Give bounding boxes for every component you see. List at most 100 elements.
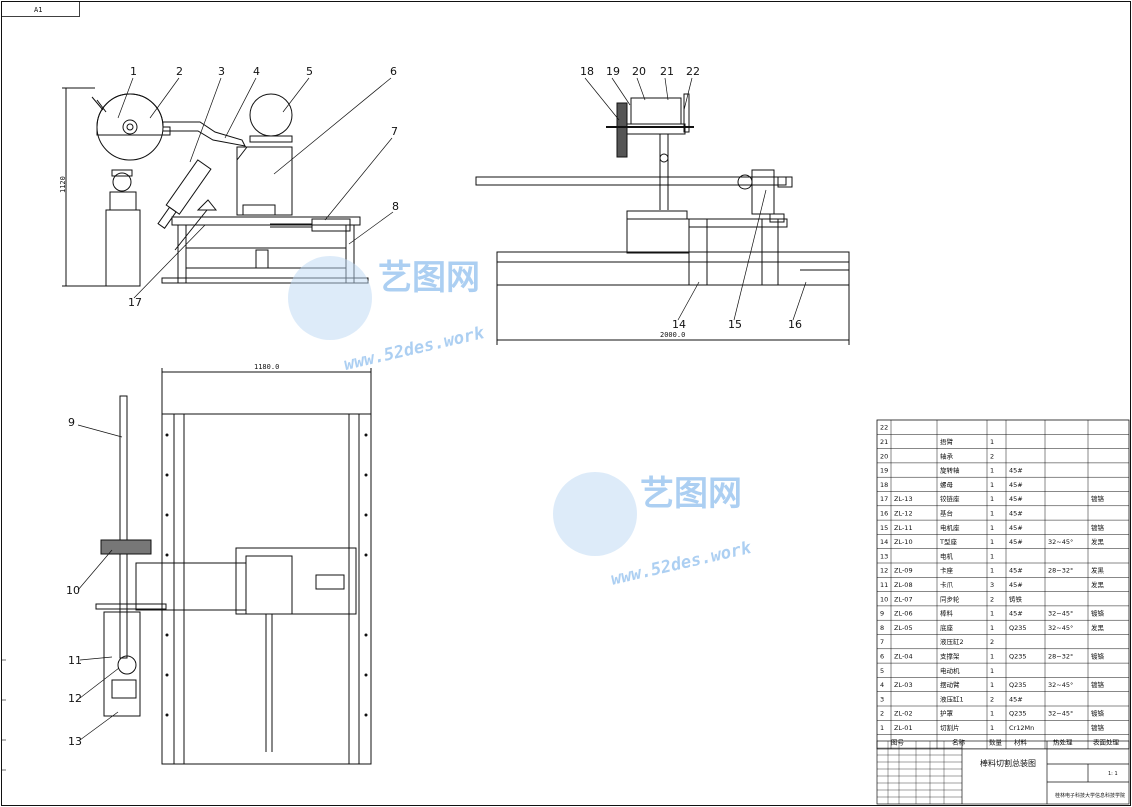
- rotating-head-flange: [616, 102, 628, 158]
- parts-cell-qty: 1: [990, 481, 994, 489]
- parts-cell-code: ZL-06: [894, 610, 913, 618]
- title-block: [876, 740, 1130, 805]
- parts-cell-material: Q235: [1009, 710, 1027, 718]
- watermark-logo-icon: [288, 256, 372, 340]
- parts-cell-qty: 1: [990, 567, 994, 575]
- parts-header-cell: 数量: [989, 737, 1003, 746]
- parts-cell-surface: 镀铬: [1091, 523, 1105, 532]
- dim-overall-height: 1120: [59, 176, 67, 193]
- hydraulic-cylinder-1: [165, 159, 212, 215]
- feed-bar: [475, 176, 787, 186]
- parts-row: 7 液压缸2 2: [880, 637, 994, 646]
- parts-cell-surface: 镀铬: [1091, 709, 1105, 718]
- balloon-21: 21: [660, 65, 674, 78]
- parts-cell-surface: 镀铬: [1091, 494, 1105, 503]
- parts-cell-surface: 镀铬: [1091, 652, 1105, 661]
- parts-cell-name: 液压缸1: [940, 694, 964, 703]
- parts-cell-name: 同步轮: [940, 594, 960, 603]
- parts-cell-name: 电机座: [940, 523, 960, 532]
- watermark-cn-1: 艺图网: [378, 258, 480, 298]
- parts-cell-no: 4: [880, 681, 884, 689]
- parts-cell-name: 支撑架: [940, 652, 960, 661]
- parts-cell-qty: 1: [990, 467, 994, 475]
- parts-cell-code: ZL-07: [894, 595, 913, 603]
- parts-cell-qty: 1: [990, 495, 994, 503]
- parts-cell-heat: 32~45°: [1048, 710, 1073, 718]
- parts-header-cell: 名称: [952, 737, 966, 746]
- parts-cell-name: 棒料: [940, 609, 954, 618]
- parts-cell-name: 电机: [940, 551, 954, 560]
- parts-cell-material: Q235: [1009, 653, 1027, 661]
- parts-cell-heat: 32~45°: [1048, 610, 1073, 618]
- parts-cell-no: 17: [880, 495, 888, 503]
- parts-cell-name: 基台: [940, 509, 953, 518]
- parts-cell-no: 11: [880, 581, 888, 589]
- watermark-url-2: www.52des.work: [609, 538, 754, 590]
- balloon-15: 15: [728, 318, 742, 331]
- balloon-9: 9: [68, 416, 75, 429]
- parts-cell-no: 6: [880, 653, 884, 661]
- parts-cell-qty: 1: [990, 610, 994, 618]
- parts-header-cell: 材料: [1014, 737, 1028, 746]
- drawing-institution: 桂林电子科技大学信息科技学院: [1055, 792, 1125, 799]
- parts-cell-qty: 1: [990, 624, 994, 632]
- balloon-22: 22: [686, 65, 700, 78]
- leader-lines: [77, 77, 807, 741]
- clamp-stand: [105, 209, 141, 287]
- parts-cell-no: 7: [880, 638, 884, 646]
- parts-row: 18 螺母 1 45#: [880, 480, 1023, 489]
- balloon-16: 16: [788, 318, 802, 331]
- parts-cell-no: 14: [880, 538, 888, 546]
- parts-cell-no: 12: [880, 567, 888, 575]
- balloon-20: 20: [632, 65, 646, 78]
- parts-cell-heat: 32~45°: [1048, 681, 1073, 689]
- parts-cell-no: 18: [880, 481, 888, 489]
- parts-cell-qty: 2: [990, 595, 994, 603]
- parts-cell-qty: 1: [990, 438, 994, 446]
- balloon-8: 8: [392, 200, 399, 213]
- balloon-18: 18: [580, 65, 594, 78]
- parts-cell-surface: 镀铬: [1091, 680, 1105, 689]
- parts-cell-name: 螺母: [940, 480, 954, 489]
- parts-cell-name: 旋转轴: [940, 466, 960, 475]
- parts-cell-name: 液压缸2: [940, 637, 964, 646]
- parts-cell-qty: 1: [990, 724, 994, 732]
- parts-cell-material: 45#: [1009, 467, 1023, 475]
- balloon-1: 1: [130, 65, 137, 78]
- parts-cell-code: ZL-12: [894, 510, 913, 518]
- balloon-19: 19: [606, 65, 620, 78]
- plan-view: [95, 368, 372, 765]
- parts-cell-material: 45#: [1009, 481, 1023, 489]
- parts-cell-no: 3: [880, 695, 884, 703]
- balloon-4: 4: [253, 65, 260, 78]
- watermark-cn-2: 艺图网: [640, 474, 742, 514]
- parts-cell-material: Q235: [1009, 624, 1027, 632]
- balloon-5: 5: [306, 65, 313, 78]
- parts-cell-name: 轴承: [940, 451, 954, 460]
- parts-cell-qty: 2: [990, 638, 994, 646]
- parts-cell-name: 电动机: [940, 666, 960, 675]
- watermark-logo-icon-2: [553, 472, 637, 556]
- parts-cell-surface: 发黑: [1091, 566, 1105, 575]
- blade-guard: [96, 93, 171, 136]
- motor: [249, 93, 293, 137]
- parts-cell-material: 45#: [1009, 524, 1023, 532]
- watermark-1: 艺图网 www.52des.work: [288, 256, 487, 375]
- parts-cell-material: 45#: [1009, 567, 1023, 575]
- parts-cell-no: 1: [880, 724, 884, 732]
- parts-header-cell: 热处理: [1053, 737, 1073, 746]
- parts-cell-no: 20: [880, 452, 888, 460]
- parts-cell-no: 21: [880, 438, 888, 446]
- parts-cell-material: 铸铁: [1009, 594, 1023, 603]
- parts-cell-surface: 发黑: [1091, 623, 1105, 632]
- balloon-10: 10: [66, 584, 80, 597]
- parts-cell-no: 15: [880, 524, 888, 532]
